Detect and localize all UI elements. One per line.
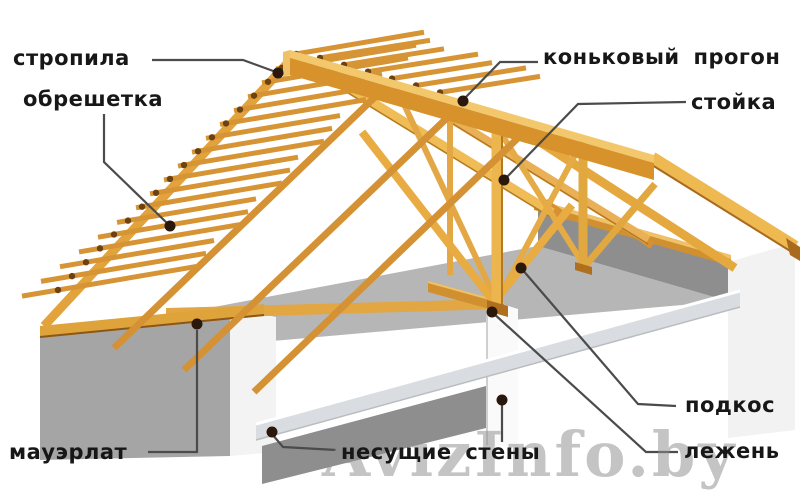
strut-back [582,181,658,269]
dot-post [498,174,510,186]
batten [289,29,425,58]
batten-end [54,286,62,294]
dot-sleeper [486,306,498,318]
batten [219,97,367,127]
batten [177,138,325,169]
dot-ridge-purlin [457,95,469,107]
batten-end [250,92,258,99]
post-base [487,300,508,317]
callout-lathing [102,114,169,225]
batten [149,167,291,197]
callout-rafters [152,58,277,74]
batten [343,46,445,68]
cross-brace [496,128,586,266]
batten-end [264,78,272,85]
dot-bearing-wall-left [266,426,278,438]
left-wall-face [40,307,230,460]
callout-strut [520,267,677,408]
batten-end [180,161,188,169]
batten-end [68,272,76,280]
callout-dots [164,67,527,438]
floor-joist [255,289,741,441]
callout-bearing-wall-left [271,433,337,452]
callout-post [505,100,687,179]
dot-bearing-wall-right [496,394,508,406]
watermark: AvizInfo.by [322,418,738,491]
callout-lines [102,58,687,454]
label-bearing-walls: несущие стены [341,440,541,464]
label-lathing: обрешетка [23,87,164,111]
batten-end [152,189,160,197]
batten-end [222,120,230,127]
batten [391,60,493,82]
batten-end [124,217,132,224]
strut-right [490,202,576,305]
batten [191,125,333,155]
label-mauerlat: мауэрлат [9,440,128,464]
left-slope-rafters [40,50,523,395]
dot-strut [515,262,527,274]
batten [116,196,257,225]
batten-end [166,175,174,183]
callout-mauerlat [148,330,199,454]
mauerlat-beam [39,299,500,338]
rafter-end-cap [786,238,800,261]
batten-end [110,231,118,238]
batten-end [96,245,104,252]
ridge-purlin-beam [283,50,654,180]
dot-rafters [272,67,284,79]
label-ridge-purlin: коньковый прогон [543,45,781,69]
label-sleeper: лежень [684,439,780,463]
label-rafters: стропила [13,46,130,70]
batten-end [208,134,216,141]
right-wall-end-face [728,243,795,438]
label-post: стойка [691,90,777,114]
batten [163,154,299,183]
batten [205,113,341,141]
truss-bracing [358,98,658,305]
batten-end [236,106,244,113]
batten [78,222,241,255]
batten [367,51,479,75]
batten [135,180,283,211]
batten [21,263,199,299]
batten-end [194,147,202,155]
dot-lathing [164,220,176,232]
far-gable-rafter [648,152,799,253]
strut-left [358,129,498,305]
batten [40,250,207,284]
label-strut: подкос [685,393,776,417]
left-wall-end-face [230,307,276,456]
slab-shadow-band [262,386,486,484]
callout-ridge-purlin [463,60,538,100]
dot-mauerlat [191,318,203,330]
ridge-end-cap [283,50,290,77]
batten-end [138,203,146,210]
batten [415,65,527,88]
lathing-battens-upper [316,37,541,96]
batten-end [82,259,90,266]
batten [439,73,541,95]
batten [319,37,431,61]
callout-sleeper [491,311,678,454]
cross-brace [496,138,586,300]
